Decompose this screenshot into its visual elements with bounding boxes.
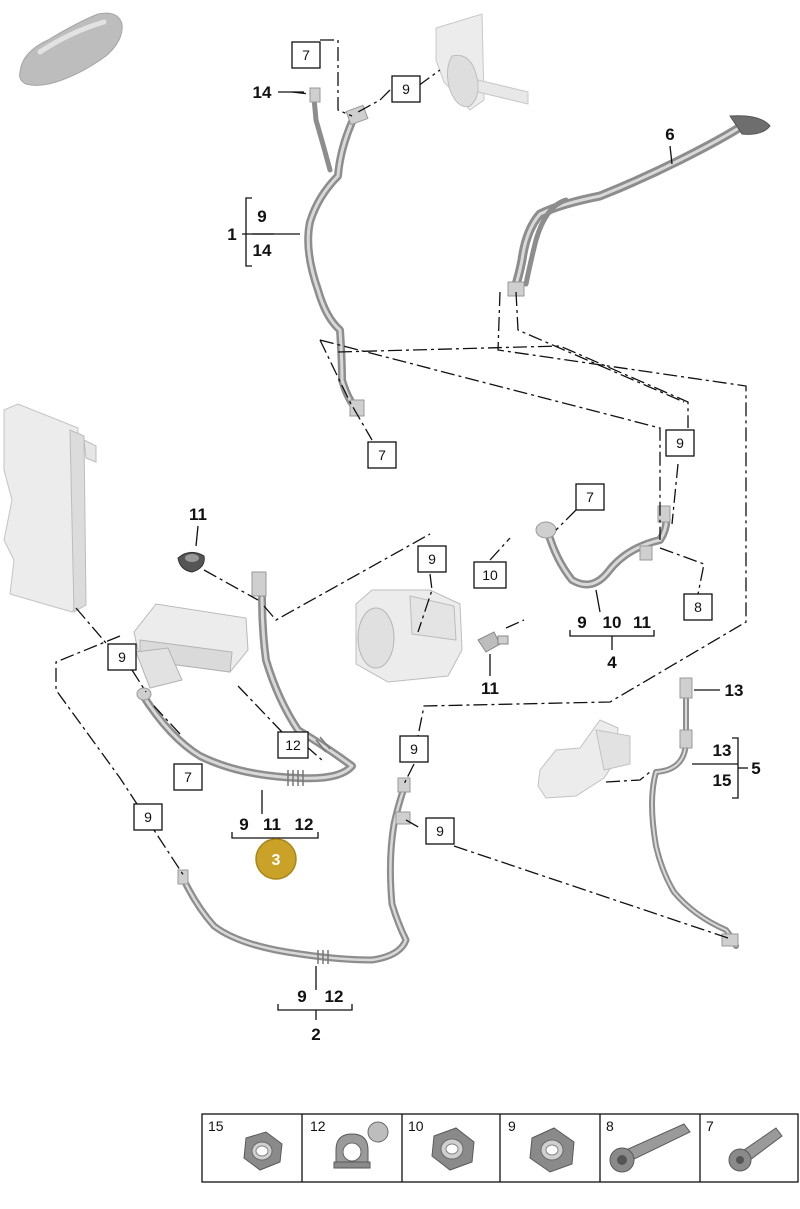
condenser-part <box>3 403 97 613</box>
callout-group-5[interactable]: 13 15 5 <box>692 737 761 799</box>
hose-2-line <box>177 777 411 964</box>
box-callout-9-right[interactable]: 9 <box>665 429 695 457</box>
box-callout-9-top[interactable]: 9 <box>391 75 421 103</box>
callout-2-a: 9 <box>297 987 306 1006</box>
hex-nut-icon <box>529 1127 575 1173</box>
box-label: 9 <box>118 649 126 665</box>
legend-number: 8 <box>606 1118 614 1134</box>
legend-item-8[interactable]: 8 <box>606 1118 691 1173</box>
hose-clip-icon <box>333 1121 389 1169</box>
callout-1-a: 9 <box>257 207 266 226</box>
legend-item-9[interactable]: 9 <box>508 1118 575 1173</box>
callout-6[interactable]: 6 <box>665 125 674 144</box>
hex-nut-icon <box>431 1127 475 1171</box>
box-callout-8-right[interactable]: 8 <box>683 593 713 621</box>
rear-bracket-part <box>537 719 631 799</box>
callout-3-c: 12 <box>295 815 314 834</box>
callout-group-1[interactable]: 1 9 14 <box>227 197 300 267</box>
callout-group-3[interactable]: 9 11 12 3 <box>231 790 319 880</box>
box-label: 9 <box>144 809 152 825</box>
charge-valve-mid-icon <box>477 631 509 653</box>
pressure-switch-left-icon <box>177 552 205 573</box>
legend-number: 10 <box>408 1118 424 1134</box>
hex-nut-icon <box>243 1131 283 1171</box>
evaporator-part <box>435 13 529 111</box>
box-label: 7 <box>378 447 386 463</box>
legend-number: 12 <box>310 1118 326 1134</box>
box-label: 8 <box>694 599 702 615</box>
box-callout-10-compressor[interactable]: 10 <box>473 561 507 589</box>
callout-group-2[interactable]: 9 12 2 <box>277 966 353 1044</box>
callout-11-mid[interactable]: 11 <box>481 679 499 698</box>
main-part-label: 3 <box>272 852 281 869</box>
callout-14-top[interactable]: 14 <box>253 83 272 102</box>
callout-1: 1 <box>227 225 236 244</box>
callout-13[interactable]: 13 <box>725 681 744 700</box>
box-label: 10 <box>482 567 498 583</box>
box-label: 12 <box>285 737 301 753</box>
box-label: 9 <box>410 741 418 757</box>
small-parts-legend: 15 12 10 <box>201 1113 799 1183</box>
box-label: 9 <box>676 435 684 451</box>
box-label: 9 <box>436 823 444 839</box>
box-label: 7 <box>302 47 310 63</box>
box-label: 7 <box>586 489 594 505</box>
box-label: 9 <box>402 81 410 97</box>
legend-number: 7 <box>706 1118 714 1134</box>
legend-item-7[interactable]: 7 <box>706 1118 783 1172</box>
box-callout-12-left[interactable]: 12 <box>277 731 309 759</box>
bolt-icon <box>609 1123 691 1173</box>
vehicle-thumbnail-icon <box>19 12 123 86</box>
legend-item-15[interactable]: 15 <box>208 1118 283 1171</box>
callout-1-b: 14 <box>253 241 272 260</box>
hose-6-line <box>507 115 771 297</box>
legend-item-10[interactable]: 10 <box>408 1118 475 1171</box>
hose-1-line <box>304 87 369 417</box>
callout-2: 2 <box>311 1025 320 1044</box>
box-callout-9-low-left[interactable]: 9 <box>133 803 163 831</box>
box-callout-7-left[interactable]: 7 <box>173 763 203 791</box>
legend-item-12[interactable]: 12 <box>310 1118 389 1169</box>
box-callout-9-low-right[interactable]: 9 <box>425 817 455 845</box>
callout-5-a: 13 <box>713 741 732 760</box>
hose-3-line <box>136 571 356 786</box>
callout-3-b: 11 <box>263 815 281 834</box>
callout-3-a: 9 <box>239 815 248 834</box>
callout-4: 4 <box>607 653 617 672</box>
box-callout-9-compressor[interactable]: 9 <box>417 545 447 573</box>
callout-5-b: 15 <box>713 771 732 790</box>
compressor-part <box>355 589 463 683</box>
callout-11-left[interactable]: 11 <box>189 505 207 524</box>
callout-4-a: 9 <box>577 613 586 632</box>
callout-5: 5 <box>751 759 760 778</box>
box-callout-7-top[interactable]: 7 <box>291 41 321 69</box>
hose-5-line <box>649 677 739 949</box>
box-callout-7-mid[interactable]: 7 <box>367 441 397 469</box>
box-label: 9 <box>428 551 436 567</box>
box-callout-9-low-center[interactable]: 9 <box>399 735 429 763</box>
legend-number: 15 <box>208 1118 224 1134</box>
callout-group-4[interactable]: 9 10 11 4 <box>569 589 655 672</box>
charge-air-cooler-part <box>133 603 249 689</box>
hose-4-line <box>535 505 671 589</box>
callout-4-b: 10 <box>603 613 622 632</box>
box-callout-7-center[interactable]: 7 <box>575 483 605 511</box>
callout-4-c: 11 <box>633 613 651 632</box>
main-part-badge[interactable] <box>255 838 297 880</box>
box-label: 7 <box>184 769 192 785</box>
legend-number: 9 <box>508 1118 516 1134</box>
bolt-icon <box>728 1127 783 1172</box>
box-callout-9-left[interactable]: 9 <box>107 643 137 671</box>
callout-2-b: 12 <box>325 987 344 1006</box>
